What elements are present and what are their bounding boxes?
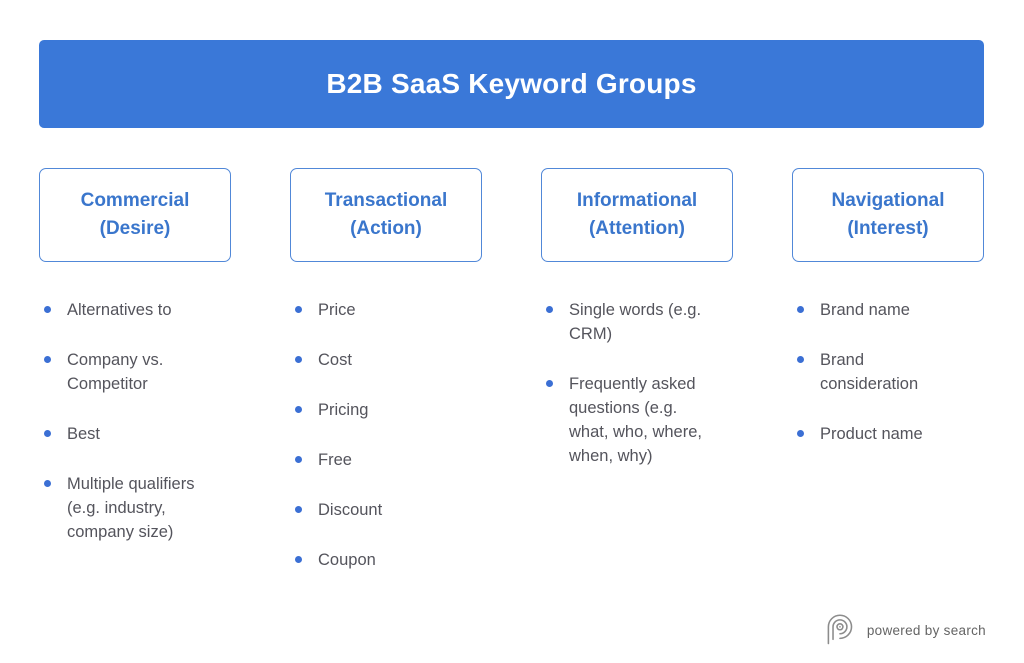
column-header-navigational: Navigational (Interest) [792, 168, 984, 262]
bullet-icon [295, 556, 302, 563]
keyword-text: Multiple qualifiers (e.g. industry, comp… [67, 475, 195, 541]
column-header-transactional: Transactional (Action) [290, 168, 482, 262]
column-header-label: Commercial (Desire) [80, 190, 190, 239]
bullet-icon [44, 430, 51, 437]
bullet-icon [546, 306, 553, 313]
keyword-text: Alternatives to [67, 301, 172, 319]
keyword-list-navigational: Brand name Brand consideration Product n… [792, 298, 984, 446]
keyword-list-transactional: Price Cost Pricing Free Discount [290, 298, 482, 572]
list-item: Brand name [792, 298, 984, 322]
keyword-text: Frequently asked questions (e.g. what, w… [569, 375, 702, 465]
keyword-text: Single words (e.g. CRM) [569, 301, 702, 343]
list-item: Best [39, 422, 231, 446]
keyword-list-informational: Single words (e.g. CRM) Frequently asked… [541, 298, 733, 468]
keyword-text: Cost [318, 351, 352, 369]
list-item: Price [290, 298, 482, 322]
column-commercial: Commercial (Desire) Alternatives to Comp… [39, 168, 231, 598]
keyword-text: Company vs. Competitor [67, 351, 164, 393]
bullet-icon [295, 406, 302, 413]
list-item: Pricing [290, 398, 482, 422]
column-header-label: Transactional (Action) [324, 190, 448, 239]
column-transactional: Transactional (Action) Price Cost Pricin… [290, 168, 482, 598]
column-informational: Informational (Attention) Single words (… [541, 168, 733, 598]
keyword-text: Discount [318, 501, 383, 519]
powered-by-search-logo-text: powered by search [866, 623, 986, 638]
column-navigational: Navigational (Interest) Brand name Brand… [792, 168, 984, 598]
bullet-icon [44, 356, 51, 363]
column-header-commercial: Commercial (Desire) [39, 168, 231, 262]
list-item: Free [290, 448, 482, 472]
list-item: Alternatives to [39, 298, 231, 322]
keyword-columns: Commercial (Desire) Alternatives to Comp… [39, 168, 985, 598]
list-item: Product name [792, 422, 984, 446]
list-item: Discount [290, 498, 482, 522]
powered-by-search-logo-icon [821, 612, 858, 649]
list-item: Coupon [290, 548, 482, 572]
keyword-text: Best [67, 425, 101, 443]
keyword-text: Product name [820, 425, 923, 443]
bullet-icon [295, 456, 302, 463]
column-header-label: Navigational (Interest) [831, 190, 945, 239]
keyword-text: Brand name [820, 301, 910, 319]
keyword-list-commercial: Alternatives to Company vs. Competitor B… [39, 298, 231, 544]
list-item: Cost [290, 348, 482, 372]
bullet-icon [546, 380, 553, 387]
bullet-icon [44, 480, 51, 487]
bullet-icon [295, 306, 302, 313]
list-item: Frequently asked questions (e.g. what, w… [541, 372, 733, 468]
bullet-icon [295, 506, 302, 513]
list-item: Brand consideration [792, 348, 984, 396]
footer-logo: powered by search [821, 612, 986, 649]
page-title: B2B SaaS Keyword Groups [326, 68, 697, 99]
keyword-text: Brand consideration [820, 351, 919, 393]
column-header-informational: Informational (Attention) [541, 168, 733, 262]
list-item: Company vs. Competitor [39, 348, 231, 396]
bullet-icon [44, 306, 51, 313]
list-item: Single words (e.g. CRM) [541, 298, 733, 346]
keyword-text: Pricing [318, 401, 369, 419]
bullet-icon [295, 356, 302, 363]
list-item: Multiple qualifiers (e.g. industry, comp… [39, 472, 231, 544]
bullet-icon [797, 356, 804, 363]
keyword-text: Coupon [318, 551, 376, 569]
keyword-text: Price [318, 301, 356, 319]
column-header-label: Informational (Attention) [576, 190, 698, 239]
bullet-icon [797, 306, 804, 313]
keyword-text: Free [318, 451, 352, 469]
title-banner: B2B SaaS Keyword Groups [39, 40, 984, 128]
bullet-icon [797, 430, 804, 437]
